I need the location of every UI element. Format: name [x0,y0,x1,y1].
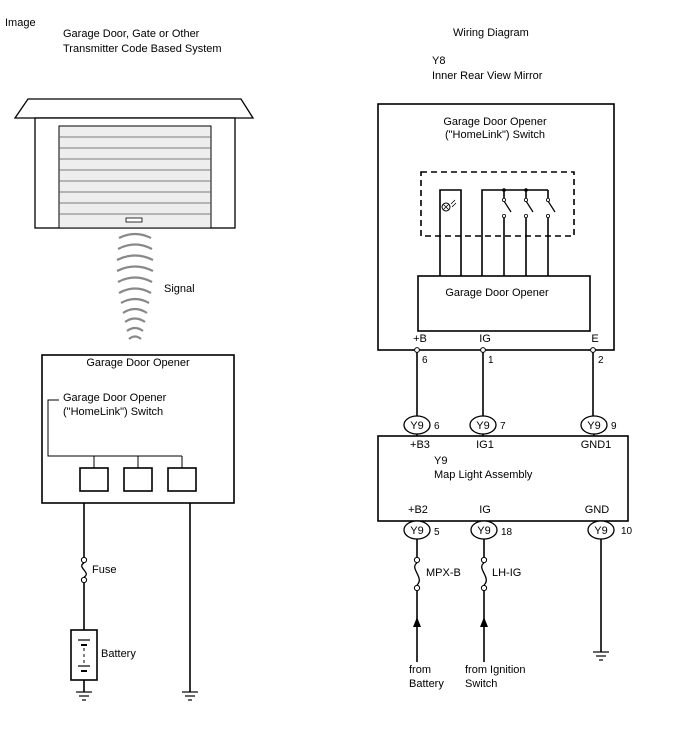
signal-waves-icon [116,232,154,340]
battery-label: Battery [101,648,136,660]
wiring-diagram-heading: Wiring Diagram [453,27,529,39]
pin-number: 2 [598,355,604,366]
connector-badge: Y9 [470,520,498,540]
fuse-icon [413,556,421,592]
pin-number: 7 [500,421,506,432]
source-label: from [409,664,431,676]
indicator-lamp-icon [439,189,462,276]
terminal-name: +B [413,333,427,345]
terminal-name: E [591,333,598,345]
opener-box-title: Garage Door Opener [86,357,190,369]
ground-icon [76,691,92,701]
connector-badge: Y9 [580,415,608,435]
mirror-switch-label-line2: ("HomeLink") Switch [445,129,545,141]
battery-icon [70,629,98,681]
ground-icon [593,651,609,661]
map-light-code: Y9 [434,455,447,467]
pin-number: 1 [488,355,494,366]
system-title-line1: Garage Door, Gate or Other [63,28,200,40]
left-power-wire [83,503,191,692]
svg-text:Y9: Y9 [410,525,423,537]
source-label: from Ignition [465,664,526,676]
mirror-connector-code: Y8 [432,55,445,67]
mirror-box [377,103,615,351]
pin-number: 6 [434,421,440,432]
connector-badge: Y9 [587,520,615,540]
terminal-name: IG [479,333,491,345]
pin-number: 6 [422,355,428,366]
connector-badge: Y9 [403,415,431,435]
ground-icon [182,691,198,701]
image-heading: Image [5,17,36,29]
svg-text:Y9: Y9 [594,525,607,537]
opener-box [41,354,235,504]
harness-wire [416,352,594,416]
inner-opener-label: Garage Door Opener [445,287,549,299]
connector-badge: Y9 [469,415,497,435]
pin-number: 5 [434,527,440,538]
source-label: Battery [409,678,444,690]
pin-number: 18 [501,527,513,538]
fuse-label: MPX-B [426,567,461,579]
harness-wire [416,539,602,662]
fuse-icon [480,556,488,592]
system-title-line2: Transmitter Code Based System [63,43,222,55]
arrow-up-icon [480,617,488,627]
homelink-switch-contacts [481,188,556,276]
homelink-button-1 [79,467,109,492]
arrow-up-icon [413,617,421,627]
terminal-name: GND1 [581,439,612,451]
svg-text:Y9: Y9 [587,420,600,432]
terminal-name: IG1 [476,439,494,451]
svg-text:Y9: Y9 [477,525,490,537]
fuse-icon [80,556,88,584]
fuse-label: LH-IG [492,567,521,579]
switch-label-line2: ("HomeLink") Switch [63,406,163,418]
mirror-name: Inner Rear View Mirror [432,70,543,82]
pin-number: 10 [621,526,633,537]
source-label: Switch [465,678,497,690]
map-light-box [377,435,629,522]
pin-number: 9 [611,421,617,432]
svg-text:Y9: Y9 [476,420,489,432]
homelink-button-3 [167,467,197,492]
terminal-name: GND [585,504,610,516]
fuse-label: Fuse [92,564,116,576]
switch-area [420,171,575,237]
signal-label: Signal [164,283,195,295]
svg-text:Y9: Y9 [410,420,423,432]
terminal-name: IG [479,504,491,516]
connector-badge: Y9 [403,520,431,540]
mirror-switch-label-line1: Garage Door Opener [443,116,547,128]
terminal-name: +B3 [410,439,430,451]
inner-opener-box [417,275,591,332]
garage-building-icon [13,98,255,229]
map-light-name: Map Light Assembly [434,469,533,481]
switch-label-line1: Garage Door Opener [63,392,167,404]
homelink-button-2 [123,467,153,492]
terminal-name: +B2 [408,504,428,516]
switch-bracket [47,399,183,468]
